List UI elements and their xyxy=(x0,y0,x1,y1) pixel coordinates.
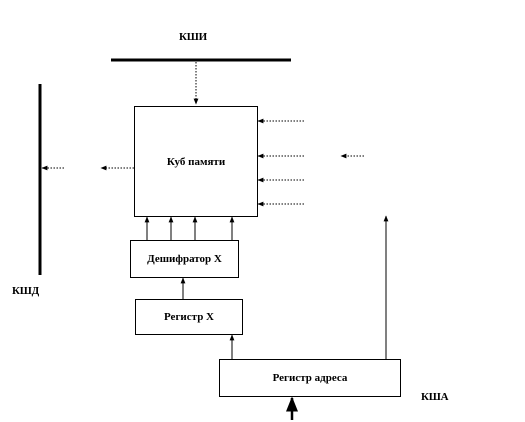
decoder-x-label: Дешифратор X xyxy=(147,253,222,265)
register-x-block: Регистр X xyxy=(135,299,243,335)
kshi-label: КШИ xyxy=(179,31,208,43)
ksha-label: КША xyxy=(421,391,449,403)
kshd-label: КШД xyxy=(12,285,40,297)
address-register-label: Регистр адреса xyxy=(272,372,348,384)
memory-cube-label: Куб памяти xyxy=(166,155,226,168)
address-register-block: Регистр адреса xyxy=(219,359,401,397)
register-x-label: Регистр X xyxy=(163,311,215,323)
decoder-x-block: Дешифратор X xyxy=(130,240,239,278)
memory-cube-block: Куб памяти xyxy=(134,106,258,217)
